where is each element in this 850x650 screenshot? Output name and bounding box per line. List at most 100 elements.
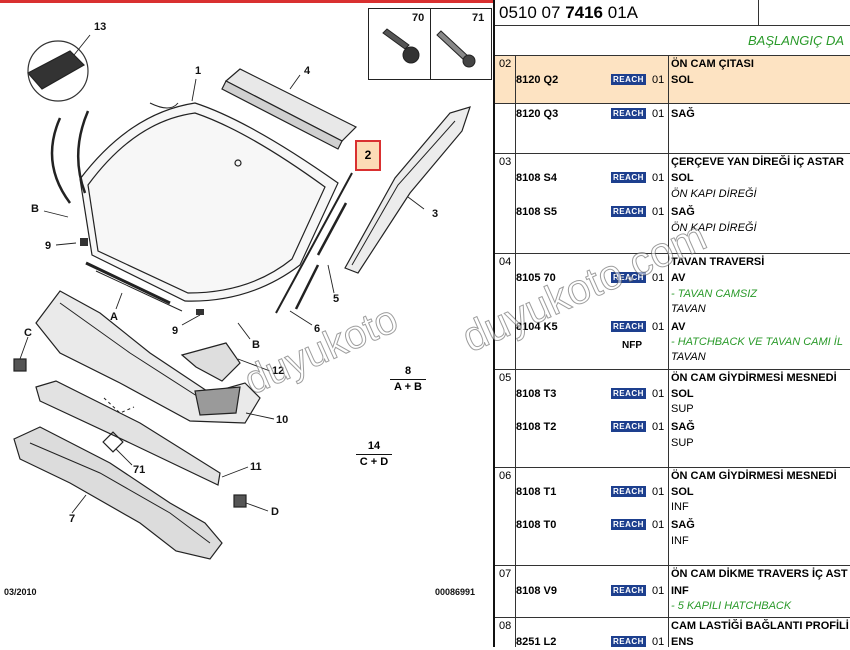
position: ENS bbox=[671, 636, 694, 647]
catalog-group-07[interactable]: 07 ÖN CAM DİKME TRAVERS İÇ AST 8108 V9 R… bbox=[495, 566, 850, 618]
part-code: 8108 S4 bbox=[516, 172, 557, 184]
reach-badge: REACH bbox=[611, 321, 646, 332]
callout-10: 10 bbox=[276, 414, 289, 426]
part-3-pillar-liner-shape bbox=[344, 106, 471, 274]
callout-9-lower: 9 bbox=[172, 325, 179, 337]
catalog-item[interactable]: 8108 T2 REACH 01 SAĞ bbox=[495, 421, 850, 435]
callout-12: 12 bbox=[272, 365, 285, 377]
part-code: 8120 Q2 bbox=[516, 74, 559, 86]
part-code: 8120 Q3 bbox=[516, 108, 559, 120]
part-11-lower-bar-shape bbox=[35, 380, 221, 486]
catalog-group-04[interactable]: 04 TAVAN TRAVERSİ 8105 70 REACH 01 AV - … bbox=[495, 254, 850, 370]
reference-bold: 7416 bbox=[565, 3, 604, 22]
position: SAĞ bbox=[671, 519, 695, 531]
reach-badge: REACH bbox=[611, 486, 646, 497]
item-note: ÖN KAPI DİREĞİ bbox=[671, 222, 757, 234]
reach-badge: REACH bbox=[611, 74, 646, 85]
catalog-group-02-cont[interactable]: 8120 Q3 REACH 01 SAĞ bbox=[495, 104, 850, 154]
position: INF bbox=[671, 585, 689, 597]
part-13-strip-shape bbox=[27, 40, 89, 102]
quantity: 01 bbox=[652, 486, 665, 498]
part-code: 8104 K5 bbox=[516, 321, 558, 333]
reach-badge: REACH bbox=[611, 421, 646, 432]
section-title-text: BAŞLANGIÇ DA bbox=[748, 33, 845, 48]
reach-badge: REACH bbox=[611, 519, 646, 530]
callout-A: A bbox=[110, 311, 118, 323]
catalog-item[interactable]: 8108 V9 REACH 01 INF bbox=[495, 585, 850, 599]
catalog-group-06[interactable]: 06 ÖN CAM GİYDİRMESİ MESNEDİ 8108 T1 REA… bbox=[495, 468, 850, 566]
item-note: INF bbox=[671, 501, 689, 513]
catalog-group-08[interactable]: 08 CAM LASTİĞİ BAĞLANTI PROFİLİ 8251 L2 … bbox=[495, 618, 850, 647]
group-title: ÖN CAM GİYDİRMESİ MESNEDİ bbox=[671, 470, 837, 482]
item-note: SUP bbox=[671, 437, 694, 449]
group-number: 03 bbox=[499, 156, 512, 168]
group-title: ÖN CAM DİKME TRAVERS İÇ AST bbox=[671, 568, 848, 580]
part-code: 8251 L2 bbox=[516, 636, 557, 647]
group-number: 02 bbox=[499, 58, 512, 70]
windshield-shape bbox=[79, 102, 339, 302]
section-title: BAŞLANGIÇ DA bbox=[495, 26, 850, 56]
item-note: SUP bbox=[671, 403, 694, 415]
diagram-doc-number: 00086991 bbox=[435, 587, 476, 597]
quantity: 01 bbox=[652, 421, 665, 433]
catalog-item[interactable]: 8108 S5 REACH 01 SAĞ bbox=[495, 206, 850, 220]
callout-3: 3 bbox=[432, 208, 439, 220]
catalog-item[interactable]: 8108 T1 REACH 01 SOL bbox=[495, 486, 850, 500]
group-number: 08 bbox=[499, 620, 512, 632]
position: SAĞ bbox=[671, 108, 695, 120]
catalog-item[interactable]: 8108 T0 REACH 01 SAĞ bbox=[495, 519, 850, 533]
part-code: 8108 S5 bbox=[516, 206, 557, 218]
reference-suffix: 01A bbox=[603, 3, 638, 22]
catalog-item[interactable]: 8105 70 REACH 01 AV bbox=[495, 272, 850, 286]
callout-B-lower: B bbox=[252, 339, 260, 351]
callout-9-upper: 9 bbox=[45, 240, 52, 252]
catalog-item[interactable]: 8104 K5 REACH 01 AV bbox=[495, 321, 850, 335]
exploded-parts-diagram: 70 71 13 1 4 2 3 B 9 5 6 A C 9 B 12 10 7… bbox=[0, 0, 493, 597]
catalog-item[interactable]: 8108 S4 REACH 01 SOL bbox=[495, 172, 850, 186]
reach-badge: REACH bbox=[611, 388, 646, 399]
part-code: 8108 T0 bbox=[516, 519, 557, 531]
quantity: 01 bbox=[652, 172, 665, 184]
callout-B-upper: B bbox=[31, 203, 39, 215]
catalog-item[interactable]: 8108 T3 REACH 01 SOL bbox=[495, 388, 850, 402]
quantity: 01 bbox=[652, 272, 665, 284]
position: SOL bbox=[671, 388, 694, 400]
combo-8: 8 A + B bbox=[388, 365, 428, 394]
combo-8-rule bbox=[390, 379, 426, 380]
callout-1: 1 bbox=[195, 65, 202, 77]
catalog-reference-header: 0510 07 7416 01A bbox=[495, 0, 850, 26]
part-4-roof-traverse-shape bbox=[221, 68, 358, 150]
quantity: 01 bbox=[652, 206, 665, 218]
item-note: - 5 KAPILI HATCHBACK bbox=[671, 600, 792, 612]
catalog-item[interactable]: 8251 L2 REACH 01 ENS bbox=[495, 636, 850, 647]
group-number: 07 bbox=[499, 568, 512, 580]
combo-8-expression: A + B bbox=[393, 381, 422, 393]
inset-label-71: 71 bbox=[472, 12, 485, 24]
part-10-cowl-shape bbox=[35, 290, 261, 424]
fastener-icons bbox=[382, 28, 476, 68]
fastener-inset: 70 71 bbox=[368, 8, 492, 80]
group-title: ÖN CAM GİYDİRMESİ MESNEDİ bbox=[671, 372, 837, 384]
callout-7: 7 bbox=[69, 513, 76, 525]
quantity: 01 bbox=[652, 108, 665, 120]
combo-14-number: 14 bbox=[367, 440, 381, 452]
reach-badge: REACH bbox=[611, 636, 646, 647]
catalog-group-03[interactable]: 03 ÇERÇEVE YAN DİREĞİ İÇ ASTAR 8108 S4 R… bbox=[495, 154, 850, 254]
catalog-group-02[interactable]: 02 ÖN CAM ÇITASI 8120 Q2 REACH 01 SOL bbox=[495, 56, 850, 104]
catalog-item[interactable]: 8120 Q3 REACH 01 SAĞ bbox=[495, 108, 850, 122]
reference-prefix: 0510 07 bbox=[499, 3, 566, 22]
callout-6: 6 bbox=[314, 323, 321, 335]
catalog-group-05[interactable]: 05 ÖN CAM GİYDİRMESİ MESNEDİ 8108 T3 REA… bbox=[495, 370, 850, 468]
callout-5: 5 bbox=[333, 293, 340, 305]
catalog-item[interactable]: 8120 Q2 REACH 01 SOL bbox=[495, 74, 850, 88]
header-separator bbox=[758, 0, 759, 26]
reach-badge: REACH bbox=[611, 108, 646, 119]
position: SOL bbox=[671, 74, 694, 86]
group-number: 06 bbox=[499, 470, 512, 482]
parts-drawing bbox=[13, 34, 471, 560]
callout-C: C bbox=[24, 327, 32, 339]
group-number: 04 bbox=[499, 256, 512, 268]
group-number: 05 bbox=[499, 372, 512, 384]
quantity: 01 bbox=[652, 519, 665, 531]
position: SOL bbox=[671, 486, 694, 498]
